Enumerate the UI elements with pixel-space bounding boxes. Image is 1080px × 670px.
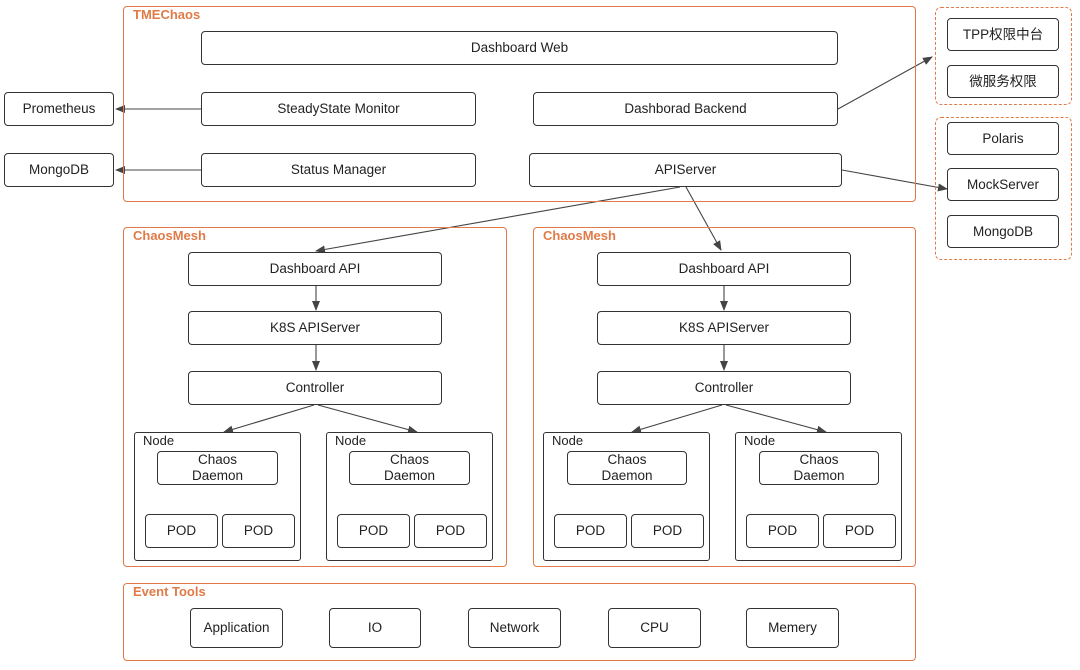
dashboard-backend-box: Dashborad Backend <box>533 92 838 126</box>
node-box: Node Chaos Daemon POD POD <box>134 432 301 561</box>
microservice-permission-box: 微服务权限 <box>947 65 1059 98</box>
chaos-daemon-box: Chaos Daemon <box>157 451 278 485</box>
event-tool-network: Network <box>468 608 561 648</box>
chaos-daemon-line1: Chaos <box>607 452 647 467</box>
event-tool-io: IO <box>329 608 421 648</box>
pod-box: POD <box>554 514 627 548</box>
pod-box: POD <box>746 514 819 548</box>
chaos-daemon-line2: Daemon <box>383 468 436 483</box>
node-label: Node <box>552 433 584 448</box>
polaris-box: Polaris <box>947 122 1059 155</box>
dependencies-group <box>935 117 1072 260</box>
tpp-permission-box: TPP权限中台 <box>947 18 1059 51</box>
node-box: Node Chaos Daemon POD POD <box>735 432 902 561</box>
permissions-group <box>935 7 1072 105</box>
chaos-daemon-box: Chaos Daemon <box>349 451 470 485</box>
dashboard-api-box: Dashboard API <box>597 252 851 286</box>
controller-box: Controller <box>188 371 442 405</box>
node-label: Node <box>335 433 367 448</box>
k8s-apiserver-box: K8S APIServer <box>597 311 851 345</box>
chaos-daemon-line1: Chaos <box>197 452 238 467</box>
event-tools-title: Event Tools <box>133 584 206 599</box>
chaos-daemon-line2: Daemon <box>793 468 845 483</box>
k8s-apiserver-box: K8S APIServer <box>188 311 442 345</box>
chaosmesh-title-2: ChaosMesh <box>543 228 616 243</box>
mongodb-left-box: MongoDB <box>4 153 114 187</box>
pod-box: POD <box>631 514 704 548</box>
dashboard-web-box: Dashboard Web <box>201 31 838 65</box>
chaos-daemon-line2: Daemon <box>601 468 653 483</box>
chaosmesh-frame-2 <box>533 227 916 567</box>
chaos-daemon-box: Chaos Daemon <box>759 451 879 485</box>
node-box: Node Chaos Daemon POD POD <box>326 432 493 561</box>
steadystate-monitor-box: SteadyState Monitor <box>201 92 476 126</box>
dashboard-api-box: Dashboard API <box>188 252 442 286</box>
chaosmesh-frame-1 <box>123 227 507 567</box>
node-box: Node Chaos Daemon POD POD <box>543 432 710 561</box>
controller-box: Controller <box>597 371 851 405</box>
chaos-daemon-line2: Daemon <box>191 468 244 483</box>
pod-box: POD <box>337 514 410 548</box>
pod-box: POD <box>222 514 295 548</box>
chaosmesh-title-1: ChaosMesh <box>133 228 206 243</box>
tmechaos-frame <box>123 6 916 202</box>
event-tools-frame <box>123 583 916 661</box>
mockserver-box: MockServer <box>947 168 1059 201</box>
chaos-daemon-line1: Chaos <box>799 452 839 467</box>
pod-box: POD <box>145 514 218 548</box>
status-manager-box: Status Manager <box>201 153 476 187</box>
event-tool-cpu: CPU <box>608 608 701 648</box>
prometheus-box: Prometheus <box>4 92 114 126</box>
pod-box: POD <box>823 514 896 548</box>
tmechaos-title: TMEChaos <box>133 7 201 22</box>
event-tool-application: Application <box>190 608 283 648</box>
apiserver-box: APIServer <box>529 153 842 187</box>
chaos-daemon-box: Chaos Daemon <box>567 451 687 485</box>
chaos-daemon-line1: Chaos <box>389 452 430 467</box>
pod-box: POD <box>414 514 487 548</box>
mongodb-right-box: MongoDB <box>947 215 1059 248</box>
node-label: Node <box>143 433 175 448</box>
event-tool-memery: Memery <box>746 608 839 648</box>
node-label: Node <box>744 433 776 448</box>
